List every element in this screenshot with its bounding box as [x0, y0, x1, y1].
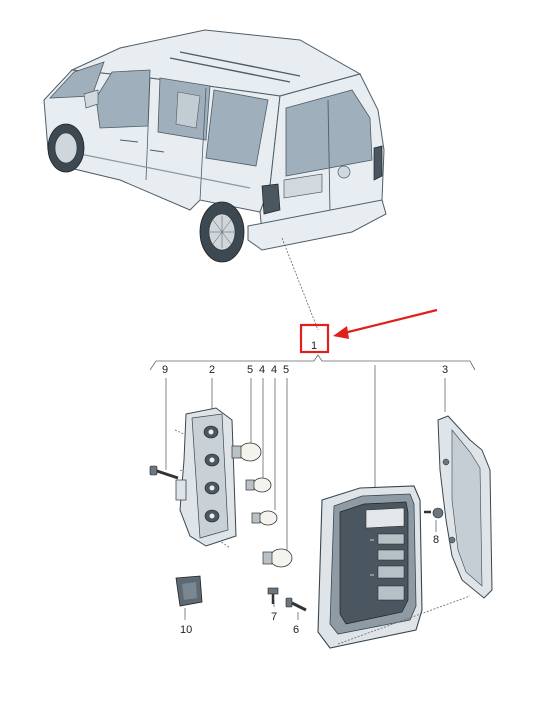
- bulb-4-upper: [245, 477, 272, 493]
- part-label-7: 7: [271, 611, 277, 623]
- part-label-4: 4: [259, 364, 265, 376]
- part-label-10: 10: [180, 624, 192, 636]
- bulb-5-upper: [231, 442, 262, 462]
- callout-label: 1: [311, 340, 317, 352]
- part-label-2: 2: [209, 364, 215, 376]
- part-10-cap: [175, 575, 203, 607]
- callout-1: 1: [299, 323, 330, 354]
- part-3-trim-panel: [337, 415, 493, 645]
- part-label-8: 8: [433, 534, 439, 546]
- part-label-4: 4: [271, 364, 277, 376]
- part-7-screw: [267, 587, 279, 604]
- bulb-5-lower: [262, 548, 293, 568]
- part-6-screw: [285, 597, 307, 612]
- part-label-9: 9: [162, 364, 168, 376]
- vehicle-illustration: [43, 29, 387, 263]
- part-9-screw: [149, 465, 179, 480]
- red-arrow: [333, 308, 438, 339]
- part-2-bulb-carrier: [175, 407, 237, 547]
- part-label-3: 3: [442, 364, 448, 376]
- bulb-4-lower: [251, 510, 278, 526]
- group-bracket: [149, 354, 476, 371]
- highlight-box: [299, 323, 330, 354]
- part-label-6: 6: [293, 624, 299, 636]
- bulbs: [231, 442, 293, 568]
- part-8-screw: [424, 507, 444, 519]
- part-label-5: 5: [283, 364, 289, 376]
- part-1-tail-lamp: [317, 485, 423, 649]
- part-labels: 9 2 5 4 4 5 3 8 7 6 10: [162, 364, 448, 636]
- leader-vehicle-to-callout: [281, 237, 319, 331]
- part-label-5: 5: [247, 364, 253, 376]
